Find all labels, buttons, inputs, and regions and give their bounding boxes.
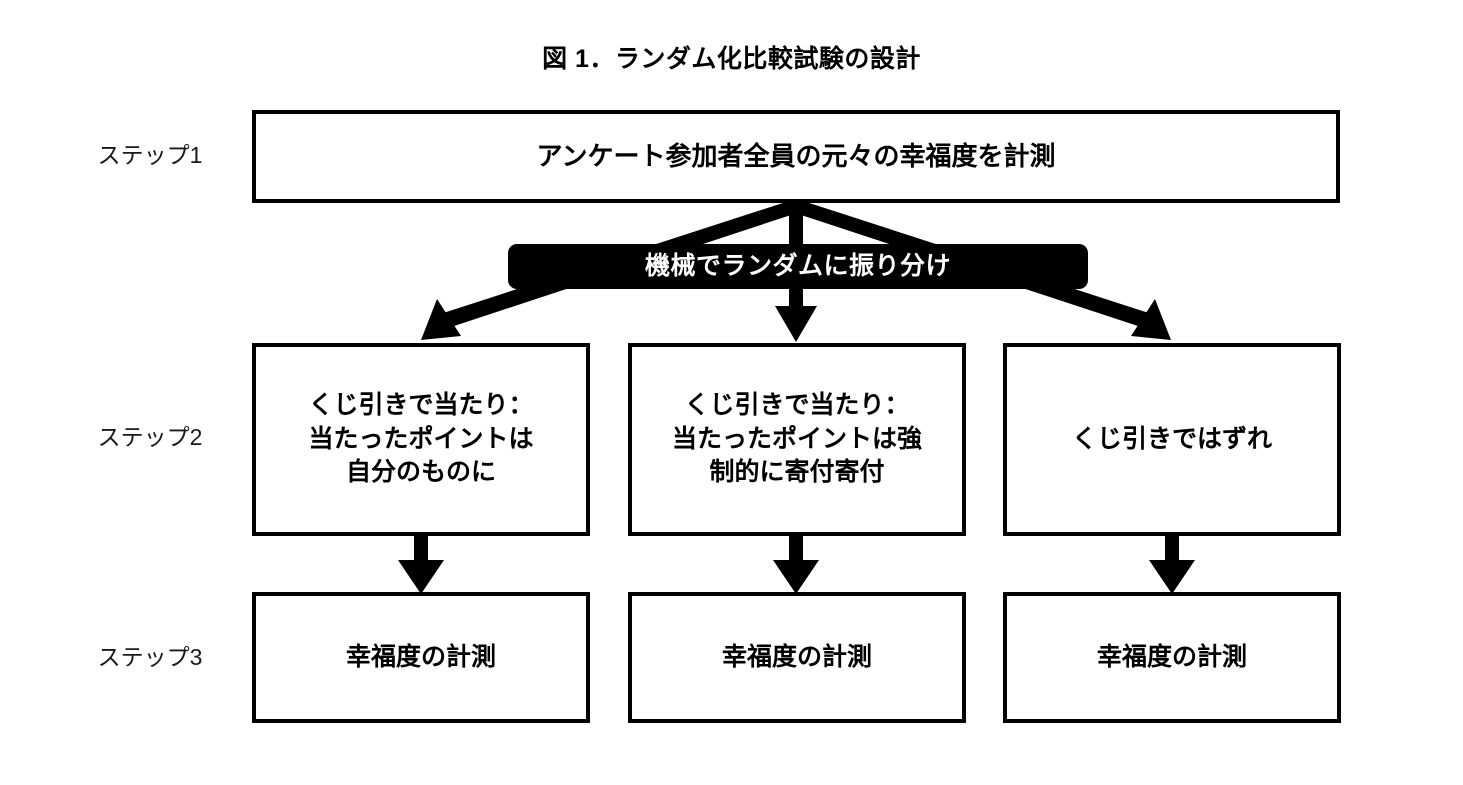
arrow-step2-to-step3-right: [1149, 536, 1195, 594]
step3-box-c[interactable]: 幸福度の計測: [1003, 592, 1341, 723]
step3-box-a-text: 幸福度の計測: [345, 642, 496, 671]
step2-box-donate-text: くじ引きで当たり： 当たったポイントは強 制的に寄付寄付: [671, 391, 922, 487]
step3-box-c-text: 幸福度の計測: [1096, 642, 1247, 671]
randomization-banner[interactable]: 機械でランダムに振り分け: [508, 244, 1088, 289]
step3-box-b[interactable]: 幸福度の計測: [628, 592, 966, 723]
step3-box-a[interactable]: 幸福度の計測: [252, 592, 590, 723]
arrow-step2-to-step3-center: [773, 536, 819, 594]
step3-box-b-text: 幸福度の計測: [721, 642, 872, 671]
step-label-2: ステップ2: [97, 424, 203, 450]
step2-box-own-text: くじ引きで当たり： 当たったポイントは 自分のものに: [308, 391, 534, 487]
step2-box-lose-text: くじ引きではずれ: [1071, 424, 1272, 453]
arrow-step2-to-step3-left: [398, 536, 444, 594]
step2-box-donate[interactable]: くじ引きで当たり： 当たったポイントは強 制的に寄付寄付: [628, 343, 966, 536]
figure-title: 図 1．ランダム化比較試験の設計: [542, 45, 921, 73]
randomization-banner-text: 機械でランダムに振り分け: [644, 252, 951, 280]
step2-box-lose[interactable]: くじ引きではずれ: [1003, 343, 1341, 536]
step1-box[interactable]: アンケート参加者全員の元々の幸福度を計測: [252, 110, 1340, 203]
step1-box-text: アンケート参加者全員の元々の幸福度を計測: [536, 141, 1056, 172]
step-label-1: ステップ1: [97, 142, 203, 168]
step2-box-own[interactable]: くじ引きで当たり： 当たったポイントは 自分のものに: [252, 343, 590, 536]
step-label-3: ステップ3: [97, 644, 203, 670]
